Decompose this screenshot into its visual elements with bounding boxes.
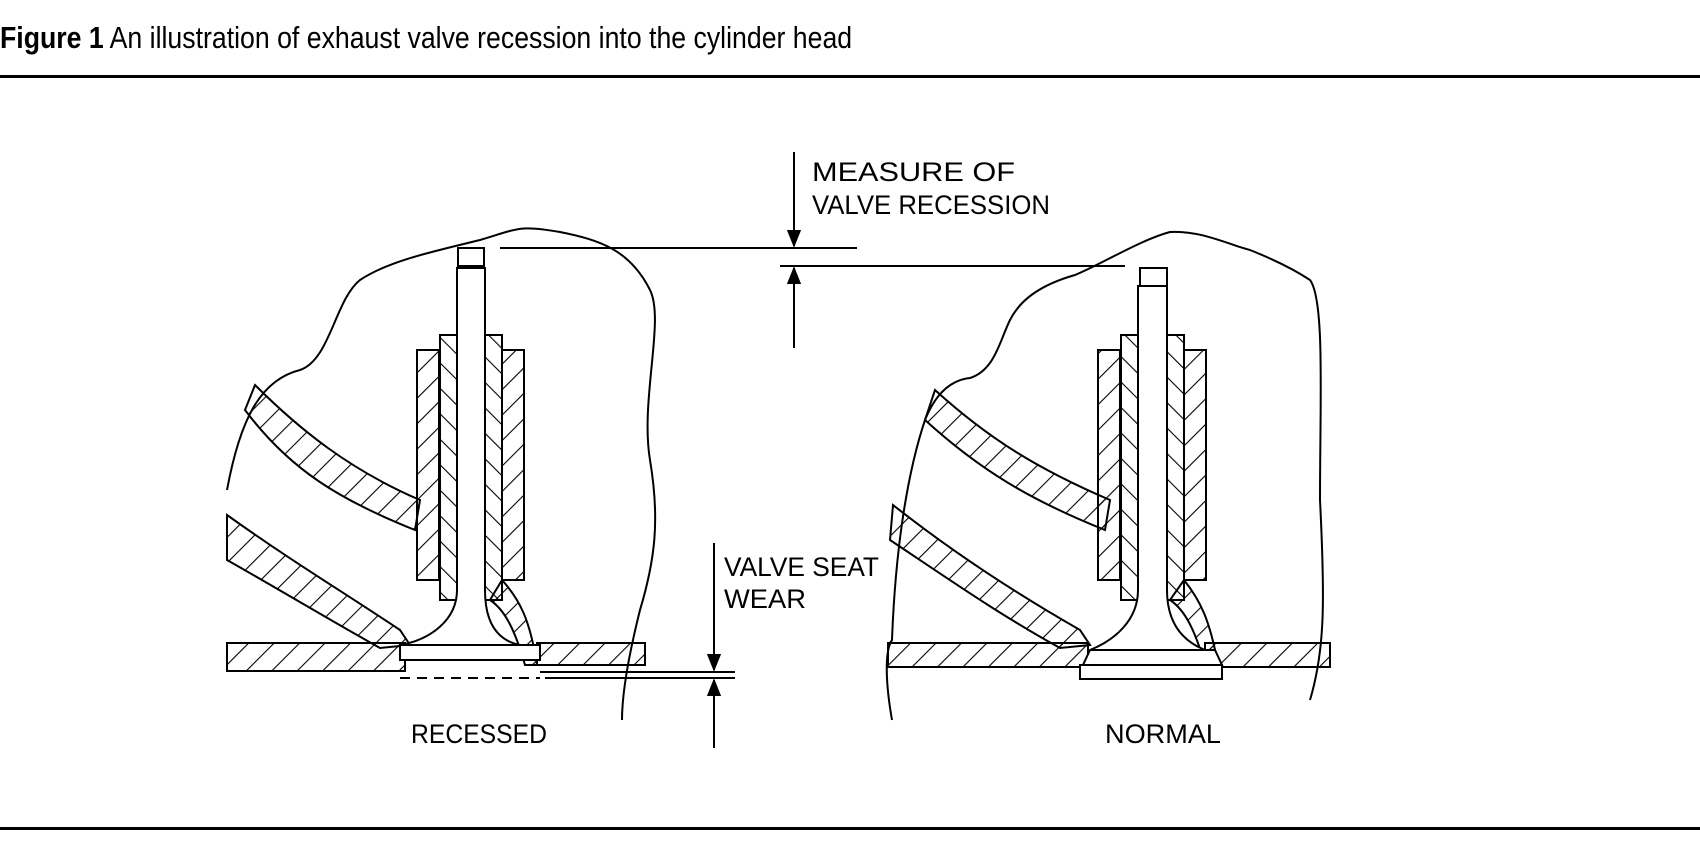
recessed-deck-right <box>536 642 646 666</box>
normal-port-upper <box>923 388 1112 532</box>
dimension-lines <box>500 152 1125 748</box>
figure-caption: Figure 1 An illustration of exhaust valv… <box>0 18 852 58</box>
seat-wear-label-line2: WEAR <box>724 584 806 614</box>
normal-valve-guide-outer-right <box>1183 349 1207 581</box>
recessed-cylinder-head <box>226 227 735 721</box>
measure-label-line2: VALVE RECESSION <box>812 190 1050 220</box>
measure-label-line1: MEASURE OF <box>812 157 1015 187</box>
normal-deck-left <box>887 642 1089 668</box>
recessed-port-lower <box>226 513 412 650</box>
recessed-port-upper <box>243 383 422 532</box>
recessed-head-outline <box>226 227 657 721</box>
normal-deck-right <box>1204 642 1331 668</box>
figure-caption-text: An illustration of exhaust valve recessi… <box>109 20 853 55</box>
recessed-valve-head <box>399 644 541 661</box>
normal-valve-face <box>1079 664 1223 680</box>
normal-valve-guide-outer-left <box>1097 349 1121 581</box>
normal-port-lower <box>888 503 1092 650</box>
recessed-valve-tip <box>457 247 485 267</box>
recessed-valve-guide-inner-right <box>484 334 503 601</box>
seat-wear-label-line1: VALVE SEAT <box>724 552 879 582</box>
normal-valve-guide-inner-right <box>1166 334 1185 601</box>
normal-head-outline <box>885 230 1324 721</box>
recessed-seat-insert <box>488 578 539 666</box>
bottom-rule <box>0 827 1700 830</box>
normal-cylinder-head <box>885 230 1331 721</box>
recessed-valve-guide-outer-left <box>416 349 440 581</box>
recessed-deck-left <box>226 642 406 672</box>
normal-valve-head <box>1081 649 1224 666</box>
top-rule <box>0 75 1700 78</box>
normal-valve-tip <box>1139 267 1168 287</box>
figure-number: Figure 1 <box>0 20 104 55</box>
recessed-valve-guide-outer-right <box>501 349 525 581</box>
recessed-valve-guide-inner-left <box>439 334 458 601</box>
recessed-view-label: RECESSED <box>411 719 547 749</box>
normal-view-label: NORMAL <box>1105 719 1221 749</box>
normal-valve-guide-inner-left <box>1120 334 1139 601</box>
